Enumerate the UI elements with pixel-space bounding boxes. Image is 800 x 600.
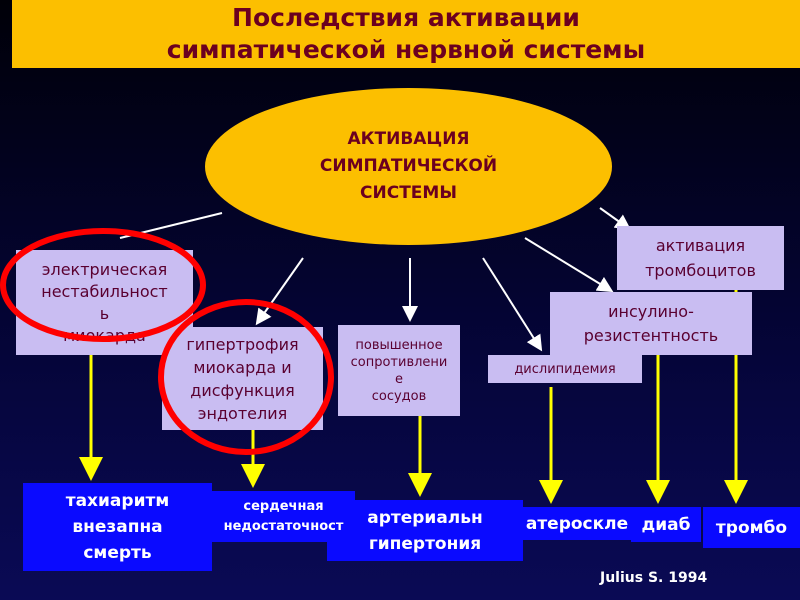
text-line: гипертония [368, 533, 482, 554]
outcome-thrombosis: тромбо [703, 507, 800, 548]
text-line: тромбоцитов [645, 261, 756, 280]
text-line: резистентность [583, 325, 719, 345]
text-line: смерть [83, 543, 152, 563]
arrow-to-insulin [524, 237, 614, 293]
highlight-circle-hypertrophy [158, 299, 334, 455]
box-insulin-resistance: инсулино-резистентность [550, 292, 752, 355]
text-line: дислипидемия [514, 361, 616, 377]
arrow-to-platelets [599, 207, 632, 231]
slide-title: Последствия активации симпатической нерв… [12, 0, 800, 68]
center-line-2: СИМПАТИЧЕСКОЙ [319, 156, 498, 176]
text-line: артериальн [367, 507, 483, 528]
text-line: ь [99, 303, 110, 323]
text-line: электрическая [41, 259, 168, 279]
text-line: тахиаритм [65, 491, 170, 511]
text-line: внезапна [72, 517, 163, 537]
outcome-tachyarrhythmia: тахиаритм внезапна смерть [23, 483, 212, 571]
box-platelet-activation: активация тромбоцитов [617, 226, 784, 290]
outcome-diabetes: диаб [631, 507, 701, 542]
center-line-3: СИСТЕМЫ [360, 183, 457, 203]
text-line: эндотелия [197, 403, 288, 423]
text-line: атероскле [525, 513, 629, 534]
citation: Julius S. 1994 [600, 570, 708, 586]
title-line-1: Последствия активации [232, 3, 580, 32]
text-line: гипертрофия [186, 334, 299, 354]
arrow-to-hypertrophy [255, 257, 304, 326]
outcome-hypertension: артериальн гипертония [327, 500, 523, 561]
text-line: диаб [641, 514, 691, 535]
text-line: дисфункция [190, 380, 295, 400]
text-line: недостаточност [223, 518, 344, 534]
text-line: сосудов [371, 388, 427, 404]
arrow-to-dyslipidemia [482, 257, 543, 352]
outcome-heart-failure: сердечная недостаточност [212, 491, 355, 542]
box-dyslipidemia: дислипидемия [488, 355, 642, 383]
text-line: тромбо [715, 517, 788, 538]
center-line-1: АКТИВАЦИЯ [347, 129, 470, 149]
text-line: сопротивлени [350, 354, 448, 370]
box-hypertrophy: гипертрофия миокарда и дисфункция эндотелия [162, 327, 323, 430]
outcome-atherosclerosis: атероскле [523, 507, 631, 540]
text-line: активация [655, 236, 746, 255]
text-line: нестабильност [41, 281, 168, 301]
text-line: повышенное [355, 337, 443, 353]
central-ellipse: АКТИВАЦИЯ СИМПАТИЧЕСКОЙ СИСТЕМЫ [205, 88, 612, 245]
text-line: миокарда и [193, 357, 292, 377]
title-line-2: симпатической нервной системы [166, 35, 646, 64]
text-line: инсулино- [608, 301, 694, 321]
text-line: е [395, 371, 403, 387]
highlight-circle-electric [0, 228, 206, 342]
text-line: сердечная [243, 498, 324, 514]
